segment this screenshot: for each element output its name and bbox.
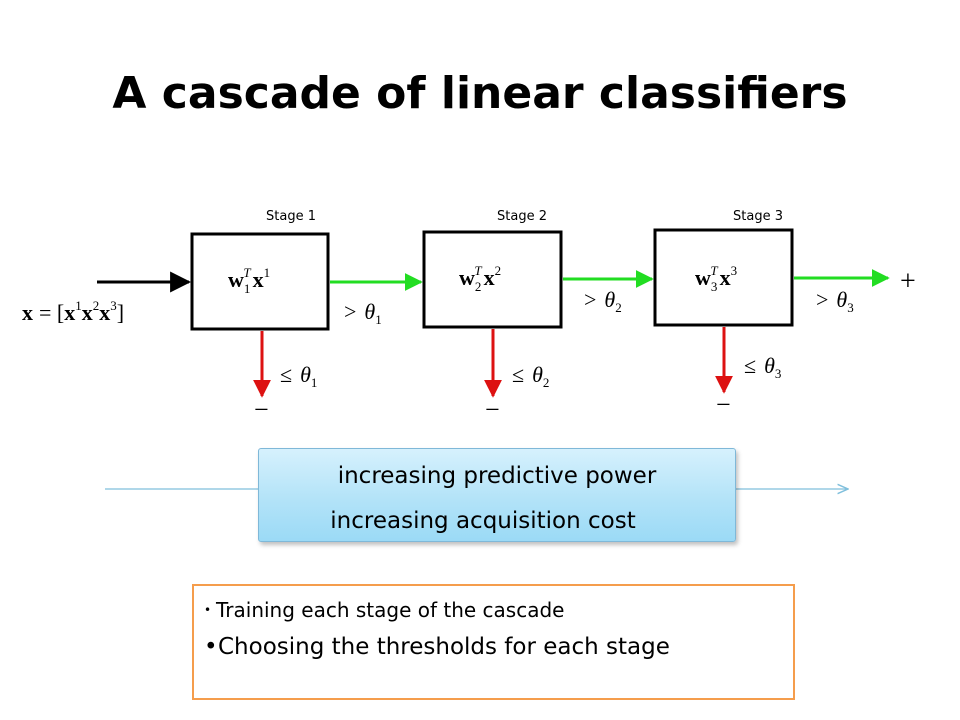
issue-text: Training each stage of the cascade — [216, 598, 565, 622]
reject-threshold-1: ≤θ1 — [280, 362, 317, 390]
stage-2-label: Stage 2 — [497, 209, 547, 224]
predictive-power-label: increasing predictive power — [337, 463, 657, 489]
stage-3-label: Stage 3 — [733, 209, 783, 224]
negative-output-2: − — [485, 395, 500, 424]
slide-title: A cascade of linear classifiers — [112, 68, 848, 119]
stage-1-label: Stage 1 — [266, 209, 316, 224]
stage-3-formula: w3Tx3 — [695, 263, 737, 294]
issue-text: Choosing the thresholds for each stage — [218, 634, 670, 660]
stage-1-box — [190, 232, 330, 331]
pass-threshold-1: >θ1 — [344, 299, 382, 327]
reject-threshold-2: ≤θ2 — [512, 362, 549, 390]
pass-threshold-3: >θ3 — [816, 287, 854, 315]
issue-item-training: • Training each stage of the cascade — [204, 598, 564, 622]
acquisition-cost-label: increasing acquisition cost — [330, 508, 636, 534]
issue-item-thresholds: •Choosing the thresholds for each stage — [204, 634, 670, 660]
positive-output: + — [900, 266, 916, 297]
issues-box: •Training each stage of the cascade •Cho… — [192, 584, 795, 700]
stage-1-formula: w1Tx1 — [228, 265, 270, 296]
negative-output-3: − — [716, 390, 731, 419]
scale-box: increasing predictive power increasing a… — [258, 448, 736, 542]
input-expression: x= [x1x2x3] — [22, 298, 124, 325]
negative-output-1: − — [254, 395, 269, 424]
bullet-icon: • — [204, 634, 218, 660]
reject-threshold-3: ≤θ3 — [744, 353, 781, 381]
pass-threshold-2: >θ2 — [584, 287, 622, 315]
bullet-icon: • — [204, 603, 212, 617]
stage-2-formula: w2Tx2 — [459, 263, 501, 294]
stage-3-box — [653, 228, 794, 327]
stage-2-box — [422, 230, 563, 329]
